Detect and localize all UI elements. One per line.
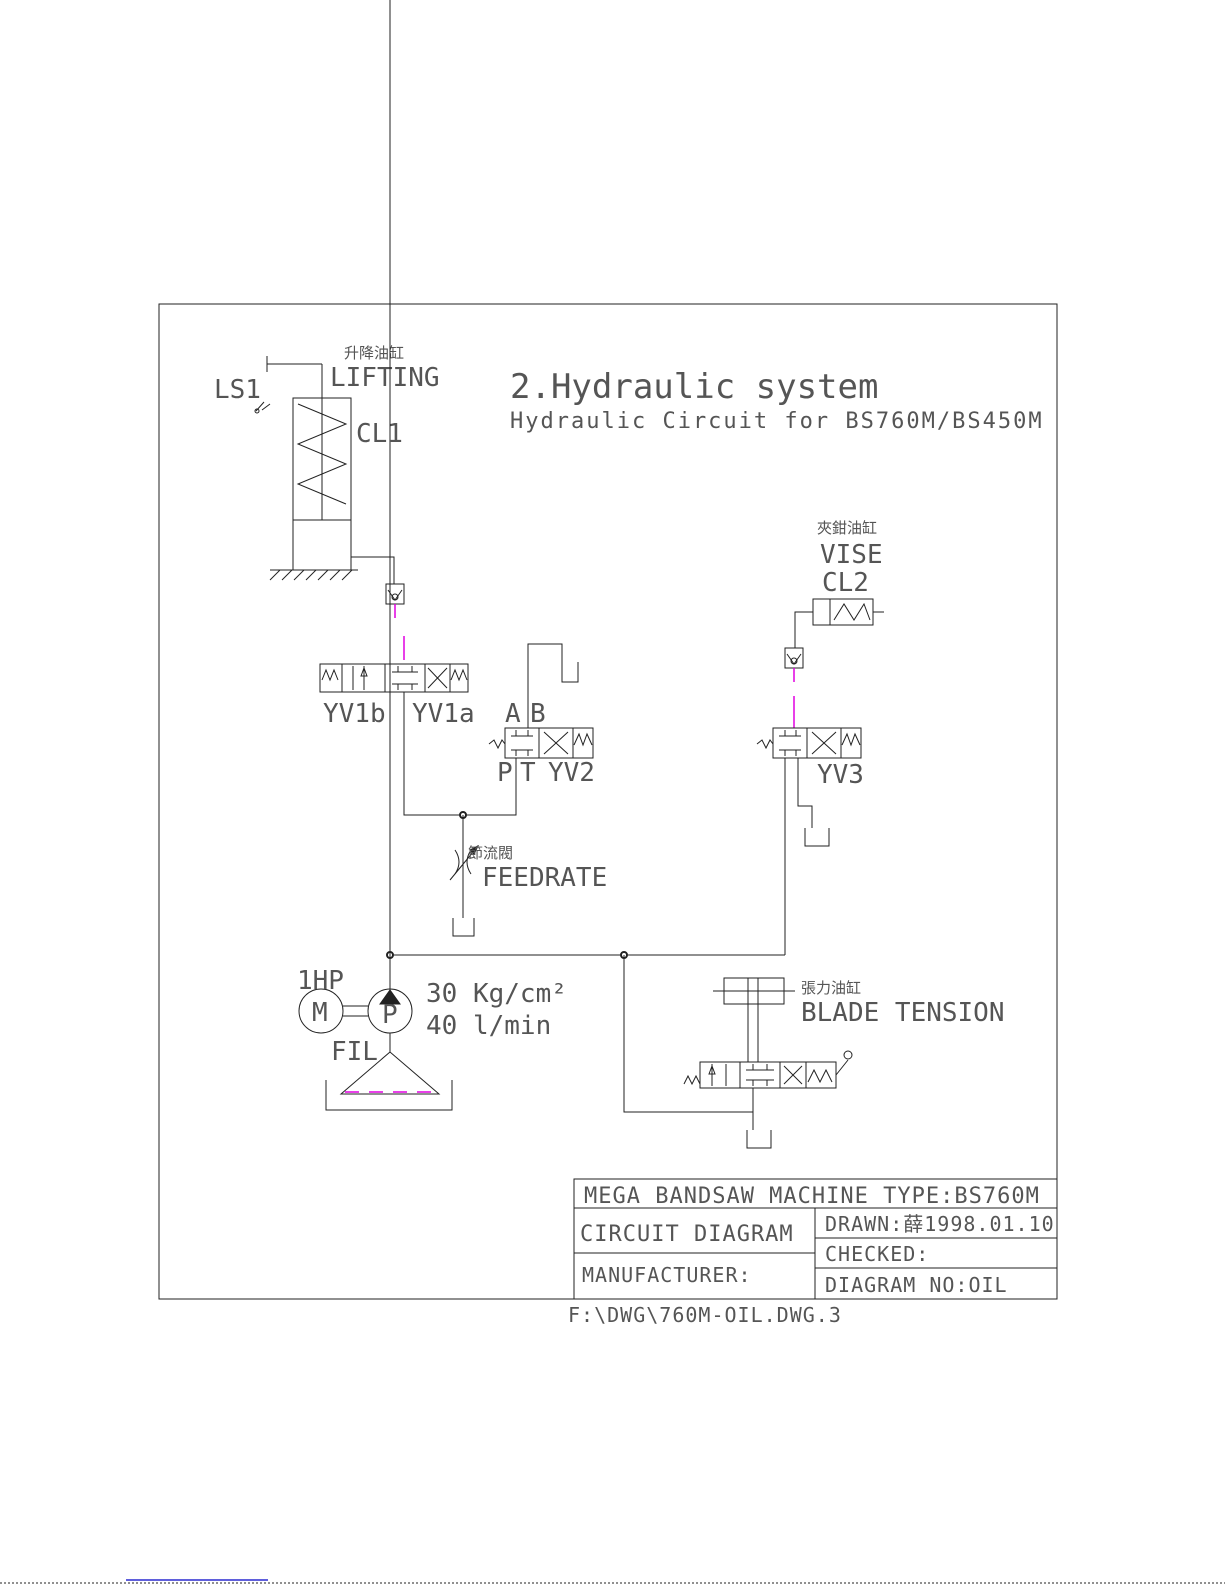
port-p-label: P — [497, 758, 513, 788]
pump-flow-label: 40 l/min — [426, 1011, 551, 1041]
file-path-label: F:\DWG\760M-OIL.DWG.3 — [568, 1303, 842, 1327]
vise-cn-label: 夾鉗油缸 — [817, 519, 877, 537]
valve-yv1 — [319, 663, 469, 693]
lifting-cylinder — [254, 356, 358, 581]
checked-label: CHECKED: — [825, 1242, 929, 1266]
check-valve-1 — [385, 583, 405, 605]
feedrate-cn-label: 節流閥 — [468, 844, 513, 862]
blade-tension-cylinder — [713, 977, 795, 1062]
motor-symbol: M — [312, 998, 328, 1028]
cl1-label: CL1 — [356, 419, 403, 449]
hydraulic-pump — [367, 0, 413, 1052]
pump-symbol: P — [382, 1000, 398, 1030]
title-block — [573, 1178, 1058, 1300]
feedrate-throttle-valve — [449, 815, 480, 937]
drawing-frame — [158, 303, 1058, 1300]
vise-cylinder — [812, 598, 884, 626]
ls1-label: LS1 — [214, 375, 261, 405]
diagram-type-label: CIRCUIT DIAGRAM — [580, 1222, 794, 1247]
filter-label: FIL — [331, 1037, 378, 1067]
blade-tension-label: BLADE TENSION — [801, 998, 1005, 1028]
yv2-label: YV2 — [548, 758, 595, 788]
vise-label: VISE — [820, 540, 883, 570]
drawn-label: DRAWN:薛1998.01.10 — [825, 1212, 1055, 1236]
lifting-label: LIFTING — [330, 363, 440, 393]
yv1a-label: YV1a — [412, 699, 475, 729]
yv3-label: YV3 — [817, 760, 864, 790]
port-b-label: B — [530, 699, 546, 729]
diagram-no-label: DIAGRAM NO:OIL — [825, 1273, 1008, 1297]
blade-tension-cn-label: 張力油缸 — [801, 979, 861, 997]
feedrate-label: FEEDRATE — [482, 863, 607, 893]
diagram-title: 2.Hydraulic system — [510, 367, 878, 407]
motor-power-label: 1HP — [297, 966, 344, 996]
port-a-label: A — [505, 699, 521, 729]
blade-tension-valve — [683, 1050, 853, 1089]
check-valve-2 — [784, 647, 804, 669]
lifting-cn-label: 升降油缸 — [344, 344, 404, 362]
cl2-label: CL2 — [822, 568, 869, 598]
machine-type-label: MEGA BANDSAW MACHINE TYPE:BS760M — [584, 1184, 1040, 1209]
pump-pressure-label: 30 Kg/cm² — [426, 979, 567, 1009]
port-t-label: T — [520, 758, 536, 788]
diagram-subtitle: Hydraulic Circuit for BS760M/BS450M — [510, 409, 1044, 434]
electric-motor — [298, 988, 368, 1034]
manufacturer-label: MANUFACTURER: — [582, 1263, 752, 1287]
suction-filter — [325, 1051, 453, 1111]
valve-yv3 — [756, 727, 862, 759]
yv1b-label: YV1b — [323, 699, 386, 729]
valve-yv2 — [488, 727, 594, 759]
